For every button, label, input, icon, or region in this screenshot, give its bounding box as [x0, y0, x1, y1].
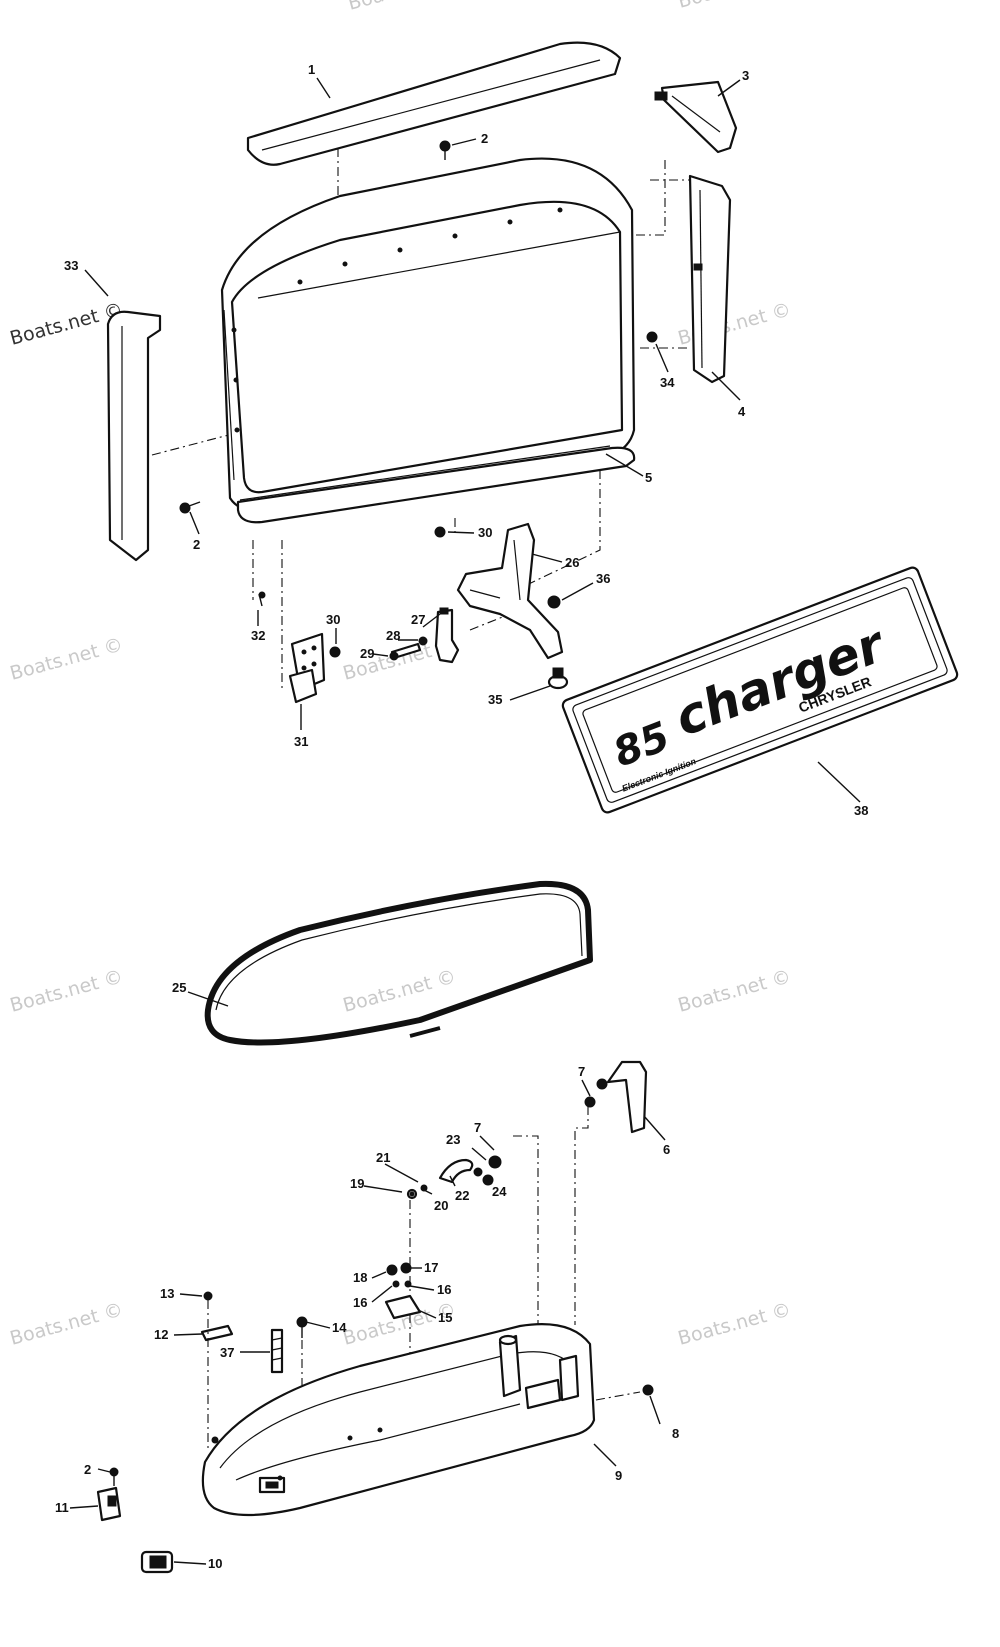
screw [406, 1188, 418, 1200]
pin [258, 591, 266, 607]
callout-label: 17 [424, 1260, 438, 1275]
screw [642, 1384, 654, 1396]
callout-labels: 1 2 3 33 34 4 5 2 30 26 36 32 30 27 28 2… [55, 62, 868, 1571]
callout-label: 15 [438, 1310, 452, 1325]
assembly-line [574, 1106, 589, 1325]
lower-pan [201, 1323, 596, 1517]
cowl-seal [204, 880, 593, 1046]
nut [434, 526, 446, 538]
top-trim-strip [246, 41, 622, 166]
callout-label: 25 [172, 980, 186, 995]
screw [179, 501, 201, 514]
callout-label: 34 [660, 375, 675, 390]
washer [418, 636, 428, 646]
callout-label: 6 [663, 1142, 670, 1157]
charger-decal: 85 charger CHRYSLER Electronic Ignition [561, 566, 959, 814]
long-screw [270, 1328, 284, 1374]
callout-label: 5 [645, 470, 652, 485]
callout-label: 29 [360, 646, 374, 661]
right-side-trim [688, 174, 732, 384]
screw [646, 331, 658, 343]
callout-label: 19 [350, 1176, 364, 1191]
callout-label: 24 [492, 1184, 507, 1199]
callout-label: 22 [455, 1188, 469, 1203]
callout-label: 2 [193, 537, 200, 552]
callout-label: 26 [565, 555, 579, 570]
callout-label: 35 [488, 692, 502, 707]
grommet-cover [140, 1550, 174, 1574]
callout-label: 12 [154, 1327, 168, 1342]
left-side-trim [106, 310, 162, 562]
latch-lever [596, 1060, 648, 1134]
latch-hook-lower [438, 1158, 474, 1184]
callout-label: 38 [854, 803, 868, 818]
engine-cover [220, 157, 636, 524]
assembly-line [595, 1391, 641, 1401]
callout-label: 23 [446, 1132, 460, 1147]
washer [473, 1167, 483, 1177]
watermark: Boats.net © [341, 966, 459, 1017]
callout-label: 7 [578, 1064, 585, 1079]
nut [547, 595, 561, 609]
watermark: Boats.net © [346, 0, 464, 15]
callout-label: 30 [478, 525, 492, 540]
washer [420, 1184, 428, 1192]
callout-label: 7 [474, 1120, 481, 1135]
watermark: Boats.net © [8, 966, 126, 1017]
callout-label: 20 [434, 1198, 448, 1213]
mounting-bracket [288, 632, 326, 704]
callout-label: 33 [64, 258, 78, 273]
watermark: Boats.net © [676, 0, 794, 13]
nut [584, 1096, 596, 1108]
assembly-line [513, 1135, 539, 1342]
callout-label: 1 [308, 62, 315, 77]
screw [296, 1316, 308, 1338]
watermark: Boats.net © [676, 1299, 794, 1350]
callout-label: 16 [437, 1282, 451, 1297]
callout-label: 14 [332, 1320, 347, 1335]
callout-label: 30 [326, 612, 340, 627]
callout-label: 8 [672, 1426, 679, 1441]
washer [488, 1155, 502, 1169]
callout-label: 2 [84, 1462, 91, 1477]
nut [329, 646, 341, 658]
assembly-line [151, 431, 241, 456]
callout-label: 2 [481, 131, 488, 146]
callout-label: 18 [353, 1270, 367, 1285]
callout-label: 11 [55, 1500, 69, 1515]
screw [439, 140, 451, 160]
callout-label: 10 [208, 1556, 222, 1571]
bolt [389, 642, 422, 661]
callout-label: 36 [596, 571, 610, 586]
latch-hook [434, 607, 460, 664]
grommet [547, 667, 569, 690]
callout-label: 4 [738, 404, 746, 419]
callout-label: 27 [411, 612, 425, 627]
callout-label: 9 [615, 1468, 622, 1483]
callout-label: 31 [294, 734, 308, 749]
retaining-clip [200, 1291, 234, 1342]
rear-trim-piece [654, 80, 738, 154]
callout-label: 16 [353, 1295, 367, 1310]
leader-lines [69, 77, 861, 1565]
watermark: Boats.net © [8, 1299, 126, 1350]
side-clip [96, 1486, 122, 1522]
watermark: Boats.net © [676, 966, 794, 1017]
watermark: Boats.net © [8, 634, 126, 685]
latch-bracket [456, 522, 564, 660]
callout-label: 3 [742, 68, 749, 83]
callout-label: 28 [386, 628, 400, 643]
screw [109, 1467, 119, 1486]
callout-label: 21 [376, 1150, 390, 1165]
callout-label: 13 [160, 1286, 174, 1301]
callout-label: 37 [220, 1345, 234, 1360]
bracket-plate [384, 1262, 422, 1320]
callout-label: 32 [251, 628, 265, 643]
